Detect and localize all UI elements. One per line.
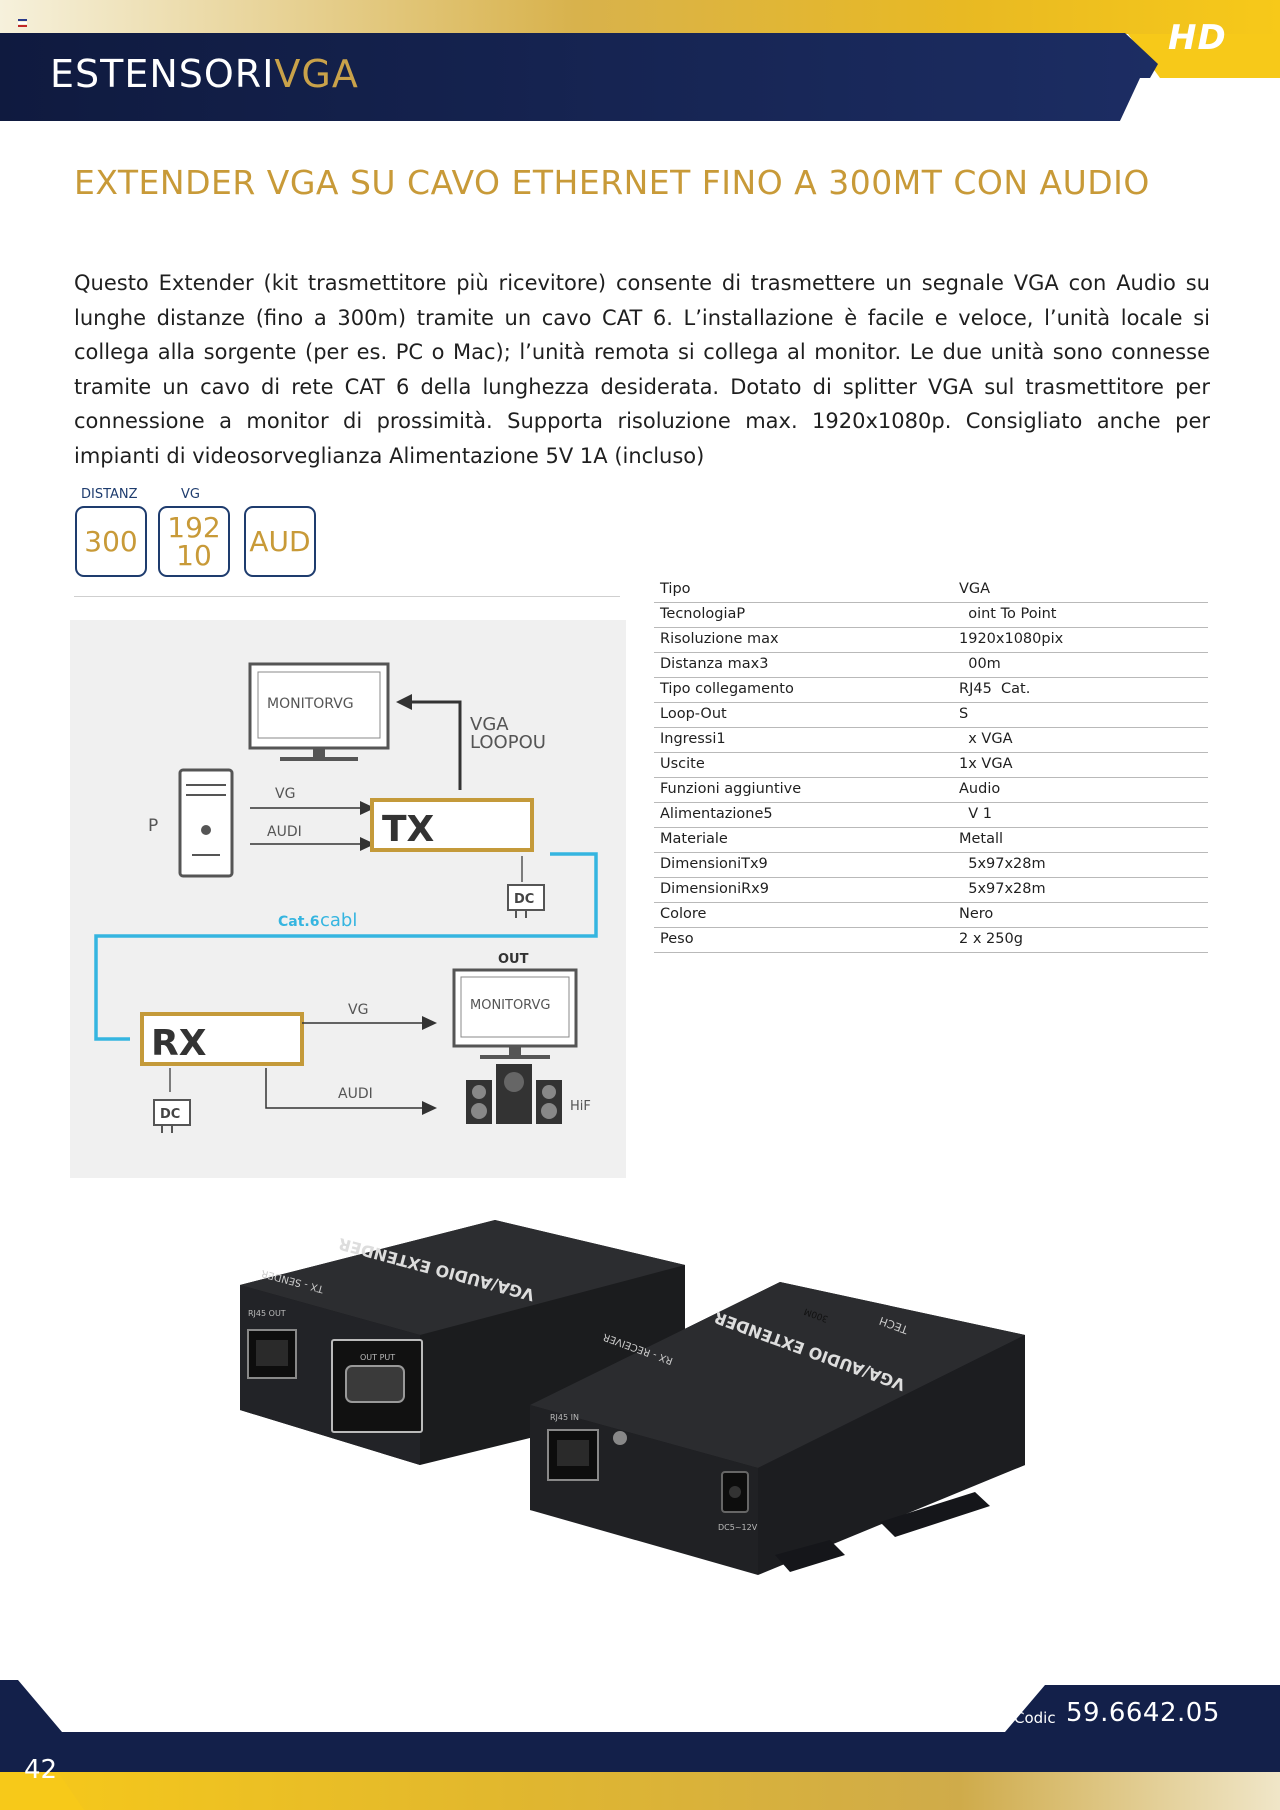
spec-value: 00m bbox=[959, 656, 1001, 672]
tx-box bbox=[370, 798, 534, 852]
spec-row: DimensioniTx9 5x97x28m bbox=[654, 853, 1208, 878]
spec-key: DimensioniRx9 bbox=[660, 881, 769, 897]
spec-value: 2 x 250g bbox=[959, 931, 1023, 947]
rx-box bbox=[140, 1012, 304, 1066]
spec-key: Colore bbox=[660, 906, 707, 922]
spec-row: Tipo collegamento RJ45 Cat. bbox=[654, 678, 1208, 703]
spec-row: Funzioni aggiuntive Audio bbox=[654, 778, 1208, 803]
spec-value: RJ45 Cat. bbox=[959, 681, 1031, 697]
spec-key: Distanza max3 bbox=[660, 656, 769, 672]
spec-row: Uscite 1x VGA bbox=[654, 753, 1208, 778]
spec-row: Tipo VGA bbox=[654, 578, 1208, 603]
spec-key: Alimentazione5 bbox=[660, 806, 773, 822]
spec-key: Loop-Out bbox=[660, 706, 727, 722]
spec-row: Colore Nero bbox=[654, 903, 1208, 928]
spec-row: Ingressi1 x VGA bbox=[654, 728, 1208, 753]
spec-value: 1x VGA bbox=[959, 756, 1013, 772]
hd-badge: HD bbox=[1168, 18, 1227, 58]
spec-value: VGA bbox=[959, 581, 991, 597]
product-code-value: 59.6642.05 bbox=[1066, 1698, 1220, 1728]
spec-value: 5x97x28m bbox=[959, 881, 1046, 897]
section-title: ESTENSORIVGA bbox=[50, 52, 359, 96]
spec-key: Ingressi1 bbox=[660, 731, 726, 747]
spec-value: Nero bbox=[959, 906, 994, 922]
page-number: 42 bbox=[24, 1755, 58, 1785]
spec-key: Tipo bbox=[660, 581, 691, 597]
badge-label-distance: DISTANZ bbox=[81, 487, 138, 502]
rx-vga-label: VG bbox=[348, 1002, 368, 1018]
spec-key: Uscite bbox=[660, 756, 705, 772]
monitor-bottom-icon bbox=[452, 968, 578, 1059]
spec-key: Funzioni aggiuntive bbox=[660, 781, 802, 797]
badge-distance-value: 300 bbox=[84, 524, 138, 558]
dc-tx-label: DC bbox=[514, 892, 534, 907]
tx-audio-label: AUDI bbox=[267, 824, 302, 840]
monitor-top-label: MONITORVG bbox=[267, 696, 354, 712]
rx-rj45-label: RJ45 IN bbox=[550, 1413, 579, 1422]
spec-row: Loop-Out S bbox=[654, 703, 1208, 728]
spec-key: Peso bbox=[660, 931, 694, 947]
spec-row: Alimentazione5 V 1 bbox=[654, 803, 1208, 828]
vga-loop-label-1: VGA bbox=[470, 714, 509, 735]
spec-value: x VGA bbox=[959, 731, 1013, 747]
badge-resolution-line2: 10 bbox=[176, 538, 212, 572]
rx-dc-label: DC5~12V bbox=[718, 1523, 758, 1532]
tx-vga-label: VG bbox=[275, 786, 295, 802]
out-label: OUT bbox=[498, 952, 529, 967]
monitor-top-icon bbox=[248, 662, 390, 761]
hifi-speakers-icon bbox=[466, 1064, 562, 1124]
badge-audio-value: AUD bbox=[249, 524, 311, 558]
monitor-bottom-label: MONITORVG bbox=[470, 998, 550, 1013]
spec-key: TecnologiaP bbox=[660, 606, 746, 622]
product-photo: RJ45 OUT OUT PUT TX - SENDER VGA/AUDIO E… bbox=[240, 1220, 1025, 1575]
spec-value: Metall bbox=[959, 831, 1004, 847]
spec-value: 5x97x28m bbox=[959, 856, 1046, 872]
spec-key: DimensioniTx9 bbox=[660, 856, 768, 872]
cable-label-bold: Cat.6 bbox=[278, 914, 319, 930]
product-description: Questo Extender (kit trasmettitore più r… bbox=[74, 271, 1210, 468]
badge-label-vga: VG bbox=[181, 487, 200, 502]
product-title: EXTENDER VGA SU CAVO ETHERNET FINO A 300… bbox=[74, 163, 1150, 202]
connection-diagram-svg: MONITORVG VGA LOOPOU P VG AUDI TX DC bbox=[94, 662, 598, 1133]
vga-loop-label-2: LOOPOU bbox=[470, 732, 546, 753]
badge-resolution: 192 10 bbox=[158, 506, 230, 577]
spec-key: Materiale bbox=[660, 831, 728, 847]
flag-icon bbox=[18, 19, 27, 27]
spec-row: Distanza max3 00m bbox=[654, 653, 1208, 678]
hifi-label: HiF bbox=[570, 1099, 591, 1114]
badge-distance: 300 bbox=[75, 506, 147, 577]
rx-box-label: RX bbox=[151, 1023, 207, 1064]
spec-value: Audio bbox=[959, 781, 1001, 797]
spec-value: S bbox=[959, 706, 969, 722]
spec-value: oint To Point bbox=[959, 606, 1057, 622]
badge-resolution-line1: 192 bbox=[167, 510, 221, 544]
tx-box-label: TX bbox=[382, 809, 435, 850]
spec-row: TecnologiaP oint To Point bbox=[654, 603, 1208, 628]
connection-diagram: MONITORVG VGA LOOPOU P VG AUDI TX DC bbox=[70, 620, 626, 1178]
tx-output-label: OUT PUT bbox=[360, 1353, 395, 1362]
tx-rj45-label: RJ45 OUT bbox=[248, 1309, 286, 1318]
rx-ground-screw bbox=[613, 1431, 627, 1445]
spec-value: V 1 bbox=[959, 806, 992, 822]
spec-row: Risoluzione max 1920x1080pix bbox=[654, 628, 1208, 653]
cable-label: cabl bbox=[320, 910, 357, 931]
spec-row: Peso 2 x 250g bbox=[654, 928, 1208, 953]
badge-audio: AUD bbox=[244, 506, 316, 577]
rx-audio-label: AUDI bbox=[338, 1086, 373, 1102]
product-code-label: Codic bbox=[1014, 1709, 1056, 1727]
spec-key: Tipo collegamento bbox=[660, 681, 794, 697]
spec-value: 1920x1080pix bbox=[959, 631, 1064, 647]
spec-row: DimensioniRx9 5x97x28m bbox=[654, 878, 1208, 903]
pc-tower-icon bbox=[178, 768, 234, 878]
pc-label: P bbox=[148, 816, 158, 836]
spec-key: Risoluzione max bbox=[660, 631, 779, 647]
dc-rx-label: DC bbox=[160, 1107, 180, 1122]
divider bbox=[74, 596, 620, 597]
footer-banner bbox=[0, 1680, 1280, 1810]
spec-row: Materiale Metall bbox=[654, 828, 1208, 853]
header-banner bbox=[0, 0, 1280, 121]
